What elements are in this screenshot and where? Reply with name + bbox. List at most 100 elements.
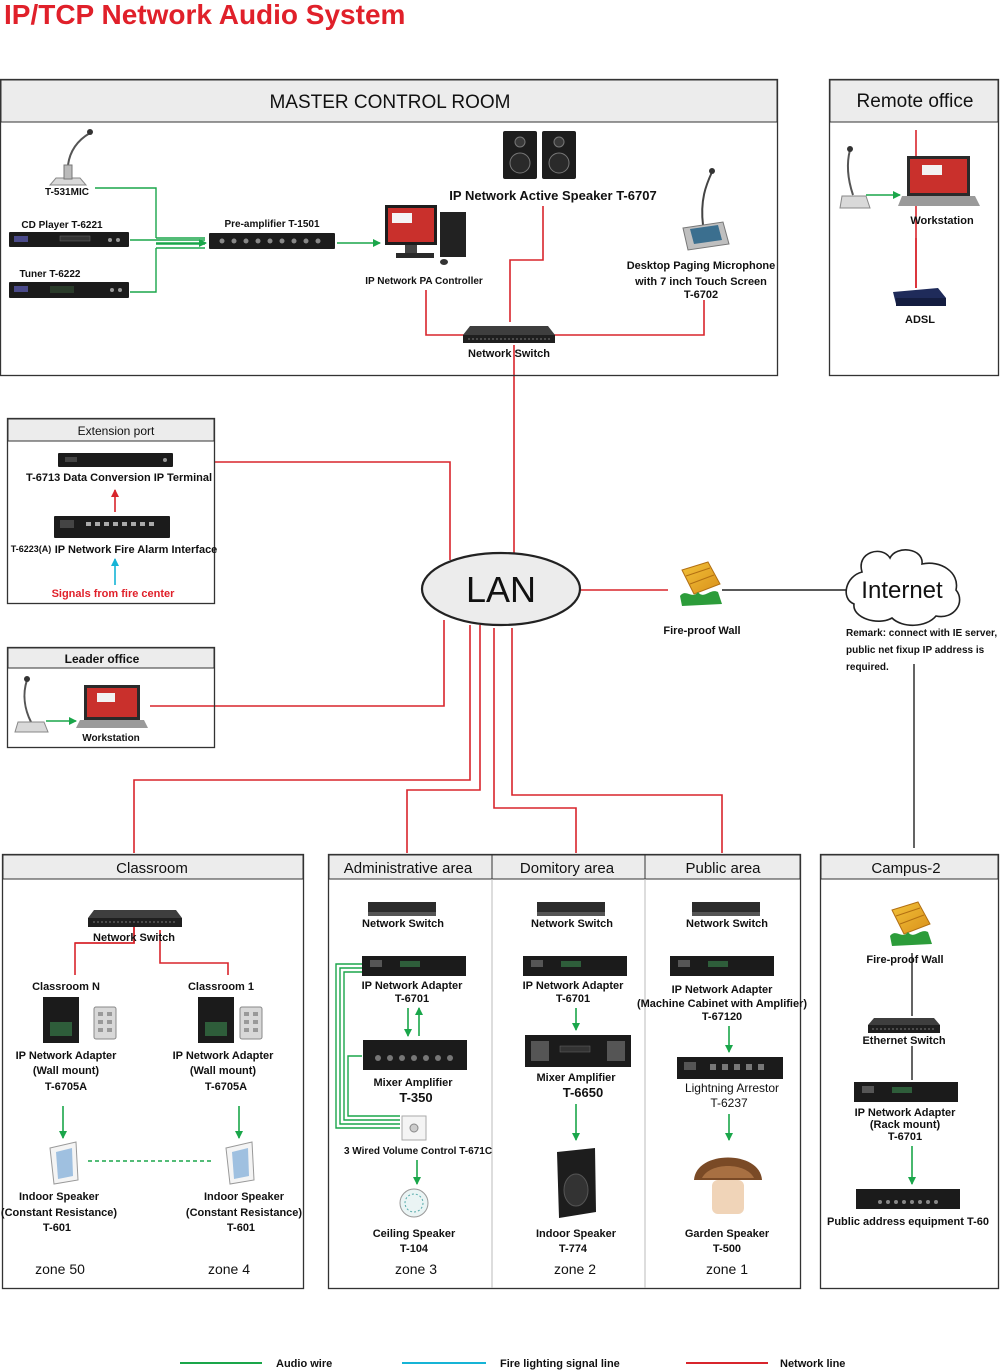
master-title: MASTER CONTROL ROOM (269, 92, 510, 113)
zone-1-label: zone 1 (706, 1261, 748, 1277)
internet-lines (722, 589, 915, 1080)
lan-ellipse (420, 551, 582, 627)
campus-adapter-line-2: (Rack mount) (870, 1119, 941, 1131)
public-switch-label: Network Switch (686, 918, 768, 930)
remote-box: Remote office (828, 78, 1000, 377)
rack-adapter-icon (854, 1082, 958, 1102)
speaker-1-line-3: T-601 (227, 1222, 255, 1234)
classroom-switch-label: Network Switch (93, 932, 175, 944)
campus-box: Campus-2 (819, 853, 1000, 1290)
fire-interface-label: IP Network Fire Alarm Interface (55, 544, 218, 556)
leader-workstation-label: Workstation (82, 733, 140, 744)
arrestor-line-2: T-6237 (710, 1096, 748, 1110)
indoor-speaker-n-icon (49, 1141, 79, 1185)
master-switch-icon (463, 326, 555, 343)
lan-label: LAN (466, 569, 536, 610)
public-adapter-line-3: T-67120 (702, 1011, 742, 1023)
campus-firewall-label: Fire-proof Wall (866, 954, 943, 966)
tuner-label: Tuner T-6222 (20, 269, 81, 280)
garden-speaker-line-1: Garden Speaker (685, 1228, 770, 1240)
dorm-mixer-line-2: T-6650 (563, 1085, 603, 1100)
areas-box: Administrative area Domitory area Public… (327, 853, 802, 1290)
network-lines (74, 130, 917, 975)
admin-triple-audio-wires (335, 963, 400, 1129)
admin-adapter-icon (362, 956, 466, 976)
leader-laptop-icon (76, 685, 148, 728)
classroom-1-label: Classroom 1 (188, 981, 254, 993)
admin-title: Administrative area (344, 860, 473, 877)
active-speaker-icon (503, 131, 576, 179)
fire-signals-label: Signals from fire center (52, 588, 176, 600)
dorm-mixer-line-1: Mixer Amplifier (536, 1072, 616, 1084)
leader-box: Leader office (6, 646, 216, 749)
tuner-icon (9, 282, 129, 298)
ethernet-switch-icon (868, 1018, 940, 1033)
fire-alarm-interface-icon (54, 516, 170, 538)
dorm-speaker-line-1: Indoor Speaker (536, 1228, 617, 1240)
speaker-n-line-3: T-601 (43, 1222, 71, 1234)
volume-control-label: 3 Wired Volume Control T-671C (344, 1146, 492, 1157)
paging-line-2: with 7 inch Touch Screen (634, 276, 767, 288)
paging-line-3: T-6702 (684, 289, 718, 301)
legend-audio-label: Audio wire (276, 1358, 332, 1370)
paging-line-1: Desktop Paging Microphone (627, 260, 776, 272)
adapter-1-line-3: T-6705A (205, 1081, 247, 1093)
public-title: Public area (685, 860, 761, 877)
speaker-n-line-1: Indoor Speaker (19, 1191, 100, 1203)
campus-adapter-line-3: T-6701 (888, 1131, 922, 1143)
pa-controller-computer-icon (385, 205, 466, 265)
dorm-adapter-line-1: IP Network Adapter (523, 980, 625, 992)
public-address-label: Public address equipment T-60 (827, 1216, 989, 1228)
garden-speaker-icon (694, 1157, 762, 1214)
ceiling-speaker-line-1: Ceiling Speaker (373, 1228, 456, 1240)
admin-mixer-line-2: T-350 (399, 1090, 432, 1105)
public-switch-icon (692, 902, 760, 916)
preamp-icon (209, 233, 335, 249)
data-terminal-icon (58, 453, 173, 467)
public-adapter-line-2: (Machine Cabinet with Amplifier) (637, 998, 807, 1010)
adsl-modem-icon (893, 288, 946, 306)
legend-network-label: Network line (780, 1358, 845, 1370)
public-adapter-icon (670, 956, 774, 976)
volume-control-icon (401, 1115, 427, 1141)
mic-label: T-531MIC (45, 187, 89, 198)
wall-adapter-n-icon (43, 997, 117, 1043)
adapter-1-line-1: IP Network Adapter (173, 1050, 275, 1062)
master-audio-lines (95, 187, 205, 293)
admin-mixer-line-1: Mixer Amplifier (373, 1077, 453, 1089)
paging-microphone-icon (682, 168, 730, 251)
ethernet-switch-label: Ethernet Switch (862, 1035, 945, 1047)
classroom-switch-icon (88, 910, 182, 927)
dorm-adapter-icon (523, 956, 627, 976)
dorm-switch-icon (537, 902, 605, 916)
dorm-adapter-line-2: T-6701 (556, 993, 590, 1005)
legend-fire-label: Fire lighting signal line (500, 1358, 620, 1370)
internet-label: Internet (861, 577, 943, 604)
adapter-n-line-1: IP Network Adapter (16, 1050, 118, 1062)
master-box: MASTER CONTROL ROOM (0, 78, 779, 377)
fire-code-label: T-6223(A) (11, 544, 52, 554)
public-address-equipment-icon (856, 1189, 960, 1209)
preamp-label: Pre-amplifier T-1501 (224, 219, 319, 230)
arrestor-line-1: Lightning Arrestor (685, 1081, 779, 1095)
remote-mic-icon (839, 146, 871, 209)
dorm-mixer-icon (525, 1035, 631, 1067)
remark-line-2: public net fixup IP address is (846, 645, 985, 656)
active-speaker-label: IP Network Active Speaker T-6707 (449, 188, 656, 203)
admin-adapter-line-1: IP Network Adapter (362, 980, 464, 992)
adapter-n-line-3: T-6705A (45, 1081, 87, 1093)
leader-title: Leader office (65, 652, 140, 666)
cd-player-icon (9, 232, 129, 247)
admin-adapter-line-2: T-6701 (395, 993, 429, 1005)
gooseneck-mic-icon (48, 129, 93, 186)
campus-adapter-line-1: IP Network Adapter (855, 1107, 957, 1119)
zone-4-label: zone 4 (208, 1261, 250, 1277)
admin-mixer-icon (363, 1040, 467, 1070)
ceiling-speaker-line-2: T-104 (400, 1243, 429, 1255)
lightning-arrestor-icon (677, 1057, 783, 1079)
zone-2-label: zone 2 (554, 1261, 596, 1277)
admin-switch-icon (368, 902, 436, 916)
zone-3-label: zone 3 (395, 1261, 437, 1277)
speaker-1-line-1: Indoor Speaker (204, 1191, 285, 1203)
